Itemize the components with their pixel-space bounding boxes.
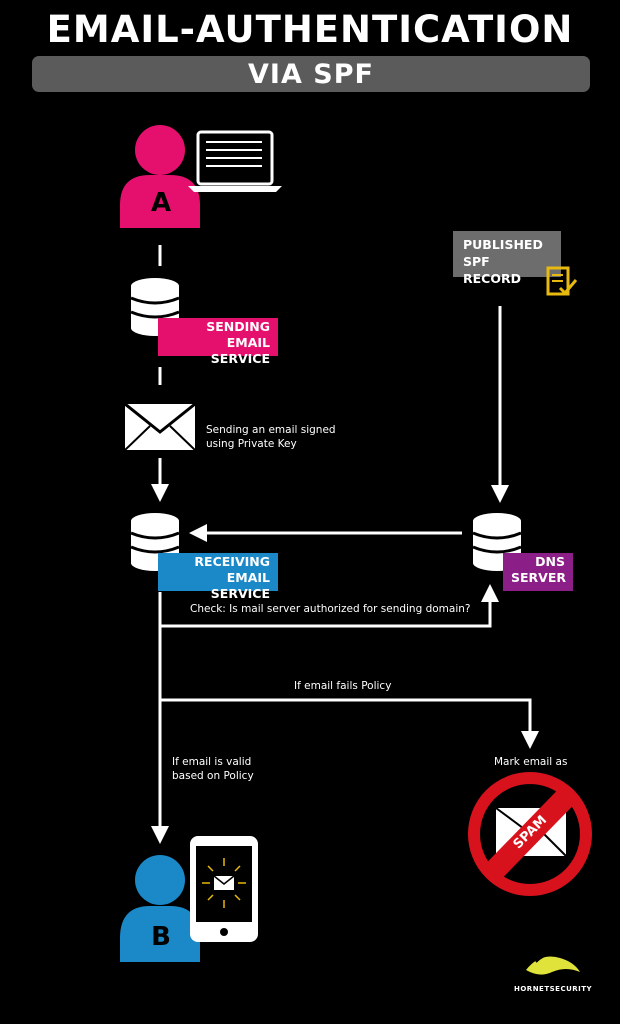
receiving-label-line1: RECEIVING xyxy=(194,554,270,569)
published-line2: SPF RECORD xyxy=(463,254,521,286)
arrow-fails-policy xyxy=(160,698,539,749)
valid-policy-note: If email is valid based on Policy xyxy=(172,755,254,783)
check-note: Check: Is mail server authorized for sen… xyxy=(190,603,471,615)
arrow-check-dns xyxy=(158,584,499,628)
sending-label-line1: SENDING xyxy=(206,319,270,334)
recipient-letter: B xyxy=(151,922,171,952)
sender-letter: A xyxy=(150,188,172,218)
receiving-email-service-label: RECEIVING EMAIL SERVICE xyxy=(158,553,278,601)
signed-email-line1: Sending an email signed xyxy=(206,424,336,436)
signed-email-note: Sending an email signed using Private Ke… xyxy=(206,423,336,451)
published-line1: PUBLISHED xyxy=(463,237,543,252)
published-spf-record-label: PUBLISHED SPF RECORD xyxy=(453,231,561,286)
mark-email-note: Mark email as xyxy=(494,756,568,768)
dns-label-line1: DNS xyxy=(535,554,565,569)
receiving-label-line2: EMAIL SERVICE xyxy=(210,570,270,601)
subtitle: VIA SPF xyxy=(248,59,374,90)
valid-line1: If email is valid xyxy=(172,756,252,768)
valid-line2: based on Policy xyxy=(172,770,254,782)
subtitle-bar: VIA SPF xyxy=(32,56,590,92)
sending-label-line2: EMAIL SERVICE xyxy=(210,335,270,366)
page-title: EMAIL-AUTHENTICATION xyxy=(46,8,574,51)
dns-label-line2: SERVER xyxy=(511,570,567,585)
brand-name: HORNETSECURITY xyxy=(514,985,593,993)
sending-email-service-label: SENDING EMAIL SERVICE xyxy=(158,318,278,366)
dns-server-label: DNS SERVER xyxy=(503,553,573,591)
fails-policy-note: If email fails Policy xyxy=(294,680,392,692)
signed-email-line2: using Private Key xyxy=(206,438,297,450)
